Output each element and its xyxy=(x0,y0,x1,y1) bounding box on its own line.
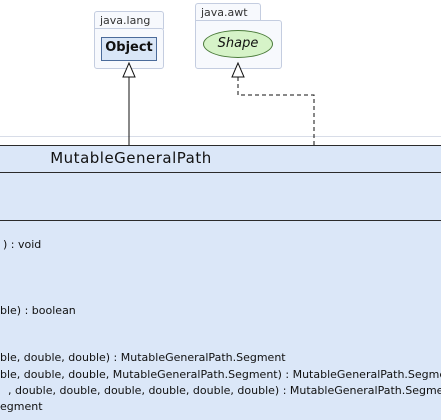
method-row: ble, double, double) : MutableGeneralPat… xyxy=(0,351,286,364)
attributes-separator xyxy=(0,220,441,221)
class-object-label: Object xyxy=(105,40,153,55)
interface-shape[interactable]: Shape xyxy=(203,30,273,58)
package-name-java-awt: java.awt xyxy=(201,6,248,19)
class-object[interactable]: Object xyxy=(101,37,157,61)
realization-arrowhead xyxy=(231,61,245,78)
class-name: MutableGeneralPath xyxy=(50,149,212,167)
method-row: ble) : boolean xyxy=(0,304,76,317)
package-tab-java-lang: java.lang xyxy=(94,11,164,29)
package-tab-java-awt: java.awt xyxy=(195,3,261,21)
method-row: , double, double, double, double, double… xyxy=(8,384,441,397)
method-row: ) : void xyxy=(3,238,42,251)
method-row: ble, double, double, MutableGeneralPath.… xyxy=(0,368,441,381)
class-mutable-general-path[interactable]: MutableGeneralPath ) : void ble) : boole… xyxy=(0,145,441,420)
method-row: egment xyxy=(0,400,43,413)
realization-line xyxy=(237,77,315,145)
relationship-arrows xyxy=(122,61,315,145)
interface-shape-label: Shape xyxy=(217,36,259,51)
name-separator xyxy=(0,172,441,173)
generalization-arrowhead xyxy=(122,61,136,78)
diagram-frame-line xyxy=(0,136,441,137)
package-name-java-lang: java.lang xyxy=(100,14,151,27)
